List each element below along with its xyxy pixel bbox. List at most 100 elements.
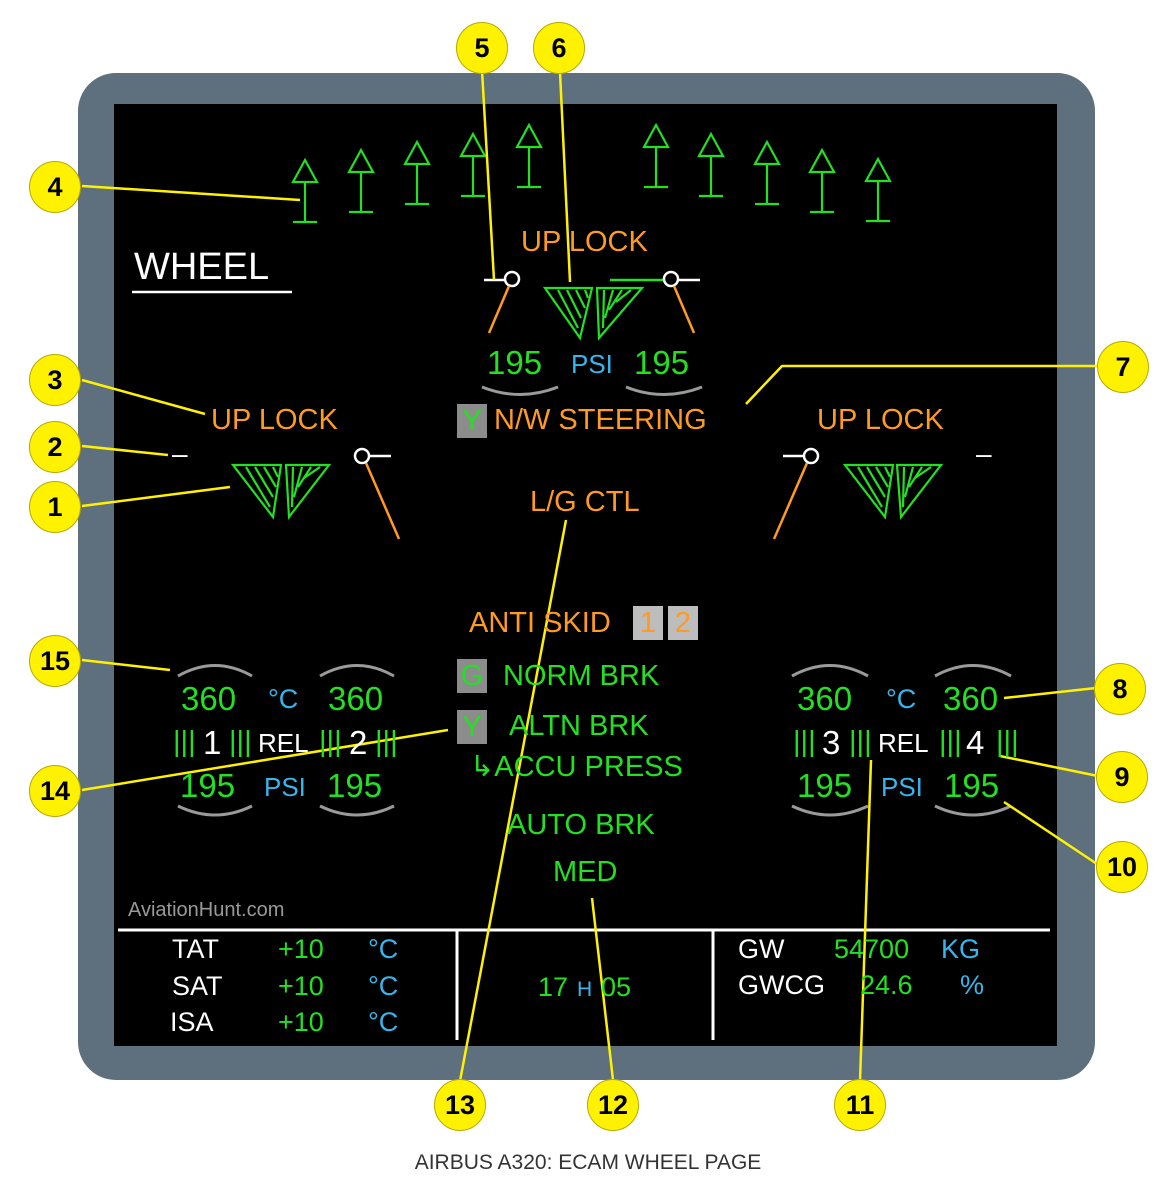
- auto-brk-mode: MED: [553, 856, 618, 888]
- rel-marker: |||: [849, 726, 872, 758]
- bscu-2-box: 2: [668, 606, 698, 640]
- wheel-number-4: 4: [966, 724, 985, 761]
- footer-lines: [118, 928, 1050, 1040]
- norm-brk-label: NORM BRK: [503, 660, 660, 692]
- bscu-1-box: 1: [633, 606, 663, 640]
- left-gear-symbol: [230, 447, 401, 540]
- rel-marker: |||: [939, 726, 962, 758]
- time-hours: 17: [538, 972, 569, 1002]
- callout-6: 6: [533, 22, 585, 74]
- right-brake-press-2: 195: [944, 767, 1000, 804]
- right-gear-symbol: [772, 447, 944, 540]
- norm-brk-system-box: G: [457, 659, 487, 693]
- ecam-screen: [114, 104, 1057, 1046]
- door-arrows: [291, 122, 892, 224]
- arrow-icon: [459, 131, 487, 198]
- left-press-unit: PSI: [264, 772, 306, 802]
- arrow-icon: [642, 122, 670, 189]
- right-brake-arcs: [791, 664, 1012, 817]
- left-brake-temp-2: 360: [328, 680, 384, 717]
- lg-ctl-label: L/G CTL: [530, 486, 640, 518]
- right-brake-press-1: 195: [797, 767, 853, 804]
- left-temp-unit: °C: [268, 684, 299, 714]
- callout-9: 9: [1096, 751, 1148, 803]
- nose-gear-triangle-icon: [542, 286, 645, 341]
- auto-brk-label: AUTO BRK: [507, 809, 655, 841]
- rel-marker: |||: [793, 726, 816, 758]
- arrow-icon: [291, 157, 319, 224]
- sat-unit: °C: [368, 971, 399, 1001]
- arrow-icon: [515, 122, 543, 189]
- rel-marker: |||: [996, 726, 1019, 758]
- rel-marker: |||: [229, 726, 252, 758]
- gw-label: GW: [738, 934, 785, 964]
- isa-value: +10: [278, 1007, 324, 1037]
- right-rel-label: REL: [878, 728, 929, 758]
- left-gear-triangle-icon: [230, 463, 332, 521]
- gwcg-value: 24.6: [860, 970, 913, 1000]
- tat-unit: °C: [368, 934, 399, 964]
- callout-4: 4: [29, 161, 81, 213]
- gwcg-label: GWCG: [738, 970, 825, 1000]
- rel-marker: |||: [173, 726, 196, 758]
- steering-pressure-left: 195: [487, 344, 543, 381]
- left-gear-dash: –: [172, 438, 188, 469]
- arrow-icon: [864, 156, 892, 223]
- right-gear-triangle-icon: [842, 463, 944, 520]
- callout-15: 15: [29, 635, 81, 687]
- left-brake-press-1: 195: [180, 767, 236, 804]
- callout-11: 11: [834, 1079, 886, 1131]
- callout-14: 14: [29, 765, 81, 817]
- nose-gear-status: UP LOCK: [521, 226, 648, 258]
- left-gear-status: UP LOCK: [211, 404, 338, 436]
- right-gear-dash: –: [976, 438, 992, 469]
- arrow-icon: [347, 147, 375, 214]
- left-brake-press-2: 195: [327, 767, 383, 804]
- steering-pressure-unit: PSI: [571, 349, 613, 379]
- callout-3: 3: [29, 354, 81, 406]
- gwcg-unit: %: [960, 970, 985, 1000]
- callout-5: 5: [456, 22, 508, 74]
- steering-pressure-right: 195: [634, 344, 690, 381]
- figure-caption: AIRBUS A320: ECAM WHEEL PAGE: [414, 1151, 762, 1174]
- sat-label: SAT: [172, 971, 223, 1001]
- right-brake-temp-2: 360: [943, 680, 999, 717]
- callout-12: 12: [587, 1079, 639, 1131]
- isa-unit: °C: [368, 1007, 399, 1037]
- rel-marker: |||: [319, 726, 342, 758]
- callout-leaders: [81, 69, 1107, 1082]
- right-brake-temp-1: 360: [797, 680, 853, 717]
- arrow-icon: [808, 147, 836, 214]
- altn-brk-label: ALTN BRK: [509, 710, 649, 742]
- nose-gear-symbol: [484, 270, 700, 341]
- callout-1: 1: [29, 481, 81, 533]
- left-brake-arcs: [177, 664, 395, 817]
- callout-7: 7: [1097, 341, 1149, 393]
- isa-label: ISA: [170, 1007, 214, 1037]
- callout-8: 8: [1094, 663, 1146, 715]
- right-press-unit: PSI: [881, 772, 923, 802]
- time-minutes: 05: [601, 972, 632, 1002]
- left-brake-temp-1: 360: [181, 680, 237, 717]
- right-gear-status: UP LOCK: [817, 404, 944, 436]
- gw-unit: KG: [941, 934, 981, 964]
- steering-pressure-arcs: [481, 385, 703, 396]
- altn-brk-system-box: Y: [457, 710, 487, 744]
- sat-value: +10: [278, 971, 324, 1001]
- anti-skid-label: ANTI SKID: [469, 607, 611, 639]
- accu-press-label: ↳ACCU PRESS: [470, 751, 683, 783]
- time-separator: H: [577, 978, 593, 1001]
- wheel-number-2: 2: [349, 724, 368, 761]
- steering-hyd-system-box: Y: [457, 404, 487, 438]
- callout-13: 13: [434, 1079, 486, 1131]
- arrow-icon: [753, 139, 781, 206]
- left-rel-label: REL: [258, 728, 309, 758]
- page-title: WHEEL: [134, 246, 270, 288]
- callout-10: 10: [1096, 841, 1148, 893]
- arrow-icon: [403, 139, 431, 206]
- watermark: AviationHunt.com: [128, 899, 285, 921]
- rel-marker: |||: [375, 726, 398, 758]
- nw-steering-label: N/W STEERING: [494, 404, 707, 436]
- arrow-icon: [697, 131, 725, 198]
